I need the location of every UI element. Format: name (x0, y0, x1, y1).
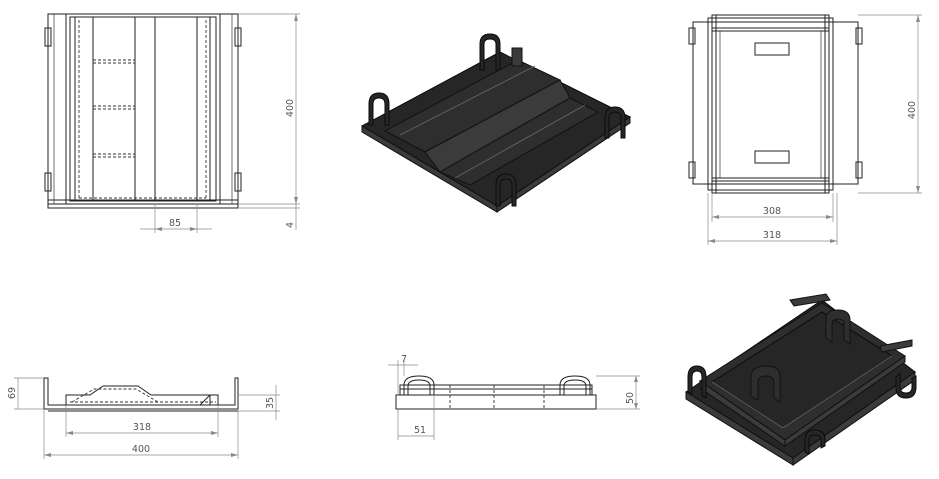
right-view-outline (692, 21, 859, 185)
handle-slot-top (754, 42, 790, 56)
right-view-height-dim: 400 (907, 101, 918, 119)
side-view-rail-offset-dim: 7 (401, 354, 407, 365)
isometric-view-top (360, 33, 631, 213)
front-view-total-height-dim: 69 (7, 387, 18, 399)
side-view-height-dim: 50 (625, 392, 636, 404)
top-view: 400 4 85 (44, 13, 300, 233)
top-view-width-dim: 85 (169, 218, 181, 229)
side-view-outline (395, 394, 597, 410)
isometric-view-bottom (685, 293, 917, 466)
right-view-inner-width-dim: 308 (763, 206, 781, 217)
top-view-offset-dim: 4 (285, 222, 296, 228)
right-view: 400 308 318 (688, 14, 922, 245)
handle-slot-bottom (754, 150, 790, 164)
front-view-side-height-dim: 35 (265, 397, 276, 409)
side-view-handle-spacing-dim: 51 (414, 425, 426, 436)
right-view-outer-width-dim: 318 (763, 230, 781, 241)
top-view-height-dim: 400 (285, 99, 296, 117)
front-view-inner-width-dim: 318 (133, 422, 151, 433)
front-view-outer-width-dim: 400 (132, 444, 150, 455)
front-view: 69 35 318 400 (7, 377, 280, 459)
front-view-outline (43, 377, 239, 410)
side-view: 7 51 50 (388, 354, 640, 440)
